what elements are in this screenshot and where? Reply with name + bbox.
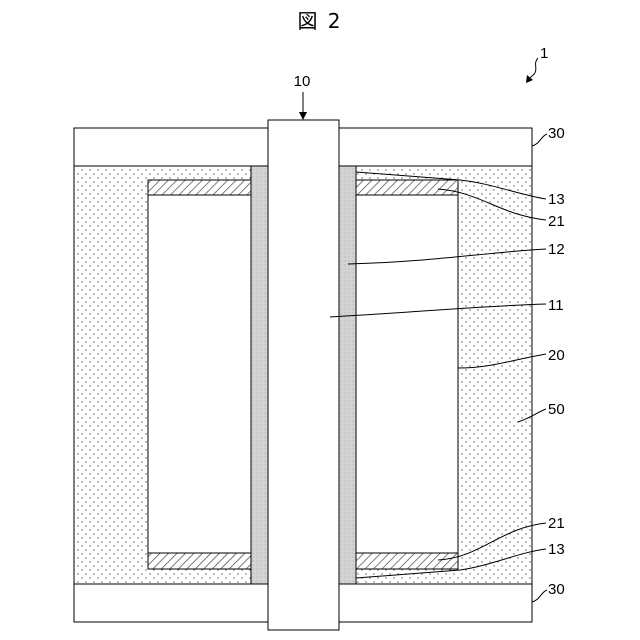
label-end-ring-bottom: 21 bbox=[548, 515, 565, 532]
label-fill: 50 bbox=[548, 401, 565, 418]
arrowhead-shaft bbox=[299, 112, 307, 120]
hatched-ring-bottom-left bbox=[148, 553, 251, 569]
gray-layer-left bbox=[251, 166, 268, 584]
left-inner-body bbox=[148, 195, 251, 553]
label-shaft: 10 bbox=[294, 73, 311, 90]
label-wall: 20 bbox=[548, 347, 565, 364]
hatched-ring-top-right bbox=[355, 180, 458, 195]
label-layer: 12 bbox=[548, 241, 565, 258]
figure-title: 図 2 bbox=[297, 9, 342, 33]
label-end-ring-top: 21 bbox=[548, 213, 565, 230]
label-cap-top: 30 bbox=[548, 125, 565, 142]
hatched-ring-top-left bbox=[148, 180, 251, 195]
leader-cap-top bbox=[532, 134, 547, 146]
hatched-ring-bottom-right bbox=[355, 553, 458, 569]
label-ring-bottom: 13 bbox=[548, 541, 565, 558]
right-inner-body bbox=[355, 195, 458, 553]
gray-layer-right bbox=[339, 166, 356, 584]
label-assembly: 1 bbox=[540, 45, 548, 62]
label-cap-bottom: 30 bbox=[548, 581, 565, 598]
leader-cap-bottom bbox=[532, 590, 547, 602]
label-core: 11 bbox=[548, 297, 564, 314]
label-ring-top: 13 bbox=[548, 191, 565, 208]
central-shaft bbox=[268, 120, 339, 630]
